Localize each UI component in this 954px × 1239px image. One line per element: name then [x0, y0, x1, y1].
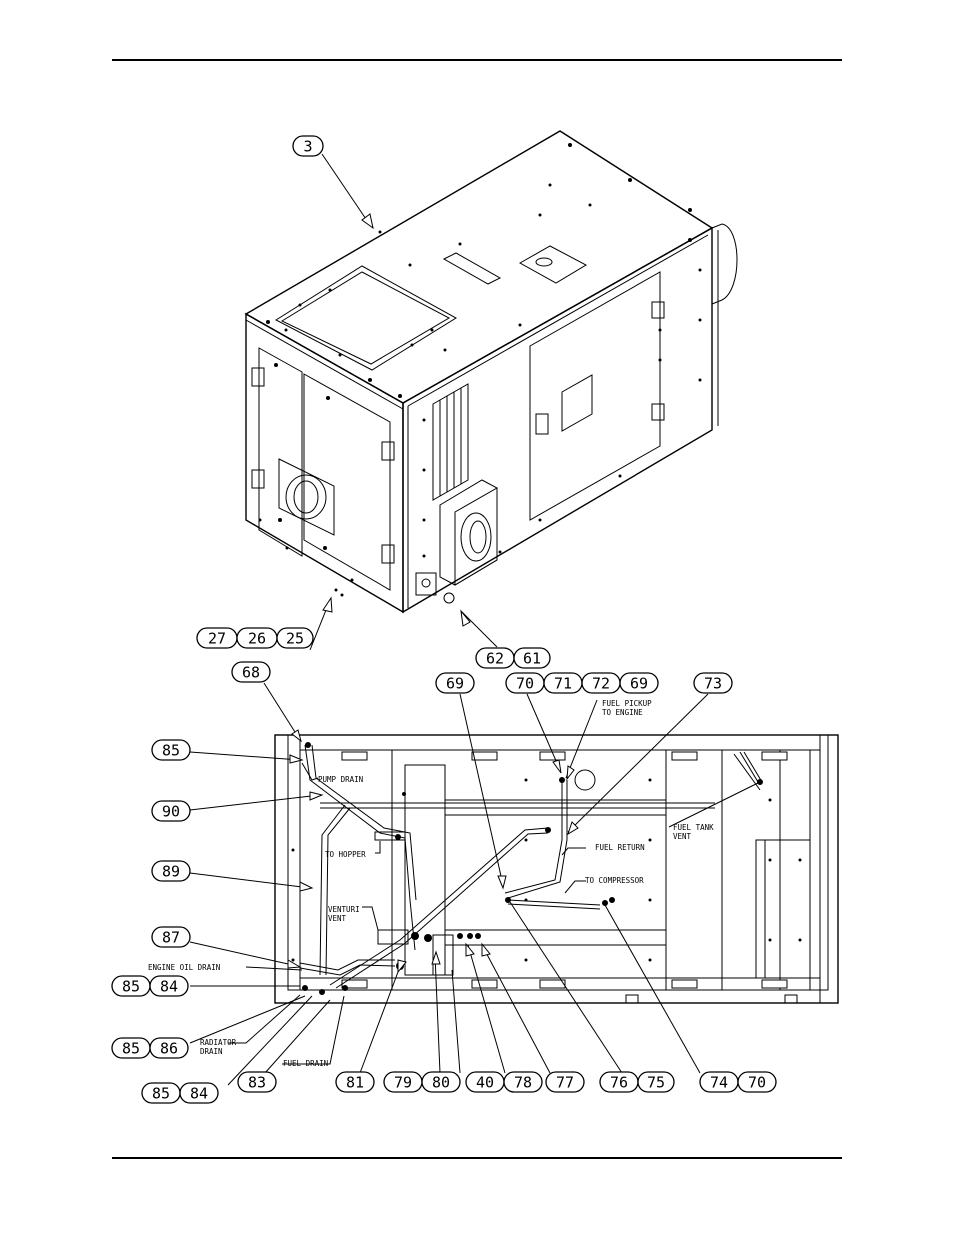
callout-78-text: 78 — [514, 1074, 532, 1092]
label-venturi-2: VENT — [328, 914, 347, 923]
callout-74: 74 — [700, 1072, 738, 1092]
callout-72-text: 72 — [592, 675, 610, 693]
callout-79: 79 — [384, 1072, 422, 1092]
label-pump-drain: PUMP DRAIN — [318, 775, 363, 784]
callout-70-top-text: 70 — [516, 675, 534, 693]
callout-3: 3 — [293, 136, 323, 156]
callout-84-a-text: 84 — [160, 978, 178, 996]
callout-70-bottom-text: 70 — [748, 1074, 766, 1092]
callout-40: 40 — [466, 1072, 504, 1092]
callout-85-d-text: 85 — [152, 1085, 170, 1103]
callout-62: 62 — [476, 648, 514, 668]
callout-78: 78 — [504, 1072, 542, 1092]
label-fuel-tank-vent-1: FUEL TANK — [673, 823, 714, 832]
callout-25: 25 — [277, 628, 313, 648]
callout-85-a: 85 — [152, 740, 190, 760]
callout-73-text: 73 — [704, 675, 722, 693]
label-fuel-return: FUEL RETURN — [595, 843, 645, 852]
callout-77: 77 — [546, 1072, 584, 1092]
enclosure-isometric-view — [246, 131, 737, 612]
callout-89: 89 — [152, 861, 190, 881]
callout-68-text: 68 — [242, 664, 260, 682]
callout-69-right: 69 — [620, 673, 658, 693]
label-fuel-pickup-1: FUEL PICKUP — [602, 699, 652, 708]
callout-77-text: 77 — [556, 1074, 574, 1092]
callout-62-text: 62 — [486, 650, 504, 668]
callout-79-text: 79 — [394, 1074, 412, 1092]
callout-75: 75 — [638, 1072, 674, 1092]
callout-70-bottom: 70 — [738, 1072, 776, 1092]
callout-85-c-text: 85 — [122, 1040, 140, 1058]
callout-83-text: 83 — [248, 1074, 266, 1092]
callout-27-text: 27 — [208, 630, 226, 648]
callout-71: 71 — [544, 673, 582, 693]
label-engine-oil-drain: ENGINE OIL DRAIN — [148, 963, 220, 972]
callout-90-text: 90 — [162, 803, 180, 821]
callout-25-text: 25 — [286, 630, 304, 648]
label-radiator-2: DRAIN — [200, 1047, 223, 1056]
callout-84-b: 84 — [180, 1083, 218, 1103]
label-radiator-1: RADIATOR — [200, 1038, 237, 1047]
louvre-panel — [433, 384, 468, 500]
callout-70-top: 70 — [506, 673, 544, 693]
callout-26: 26 — [237, 628, 277, 648]
callout-85-a-text: 85 — [162, 742, 180, 760]
callout-85-c: 85 — [112, 1038, 150, 1058]
callout-89-text: 89 — [162, 863, 180, 881]
callout-85-d: 85 — [142, 1083, 180, 1103]
callout-85-b-text: 85 — [122, 978, 140, 996]
label-fuel-tank-vent-2: VENT — [673, 832, 692, 841]
label-to-compressor: TO COMPRESSOR — [585, 876, 644, 885]
label-fuel-drain: FUEL DRAIN — [283, 1059, 328, 1068]
callout-61: 61 — [514, 648, 550, 668]
callout-69-right-text: 69 — [630, 675, 648, 693]
label-to-hopper: TO HOPPER — [325, 850, 366, 859]
callout-75-text: 75 — [647, 1074, 665, 1092]
pipe-labels: PUMP DRAIN TO HOPPER VENTURI VENT ENGINE… — [148, 699, 714, 1068]
callout-40-text: 40 — [476, 1074, 494, 1092]
label-fuel-pickup-2: TO ENGINE — [602, 708, 643, 717]
callout-80-text: 80 — [432, 1074, 450, 1092]
label-venturi-1: VENTURI — [328, 905, 360, 914]
callout-72: 72 — [582, 673, 620, 693]
callout-bubbles: 3 27 26 25 62 61 68 69 70 71 72 69 73 85… — [112, 136, 776, 1103]
callout-71-text: 71 — [554, 675, 572, 693]
callout-86-text: 86 — [160, 1040, 178, 1058]
callout-81-text: 81 — [346, 1074, 364, 1092]
callout-86: 86 — [150, 1038, 188, 1058]
callout-80: 80 — [422, 1072, 460, 1092]
callout-69-left-text: 69 — [446, 675, 464, 693]
callout-90: 90 — [152, 801, 190, 821]
callout-83: 83 — [238, 1072, 276, 1092]
callout-85-b: 85 — [112, 976, 150, 996]
callout-87: 87 — [152, 927, 190, 947]
callout-81: 81 — [336, 1072, 374, 1092]
callout-87-text: 87 — [162, 929, 180, 947]
callout-3-text: 3 — [303, 138, 312, 156]
callout-74-text: 74 — [710, 1074, 728, 1092]
callout-69-left: 69 — [436, 673, 474, 693]
callout-27: 27 — [197, 628, 237, 648]
callout-61-text: 61 — [523, 650, 541, 668]
callout-84-a: 84 — [150, 976, 188, 996]
callout-76: 76 — [600, 1072, 638, 1092]
callout-73: 73 — [694, 673, 732, 693]
callout-68: 68 — [232, 662, 270, 682]
callout-26-text: 26 — [248, 630, 266, 648]
callout-84-b-text: 84 — [190, 1085, 208, 1103]
callout-76-text: 76 — [610, 1074, 628, 1092]
